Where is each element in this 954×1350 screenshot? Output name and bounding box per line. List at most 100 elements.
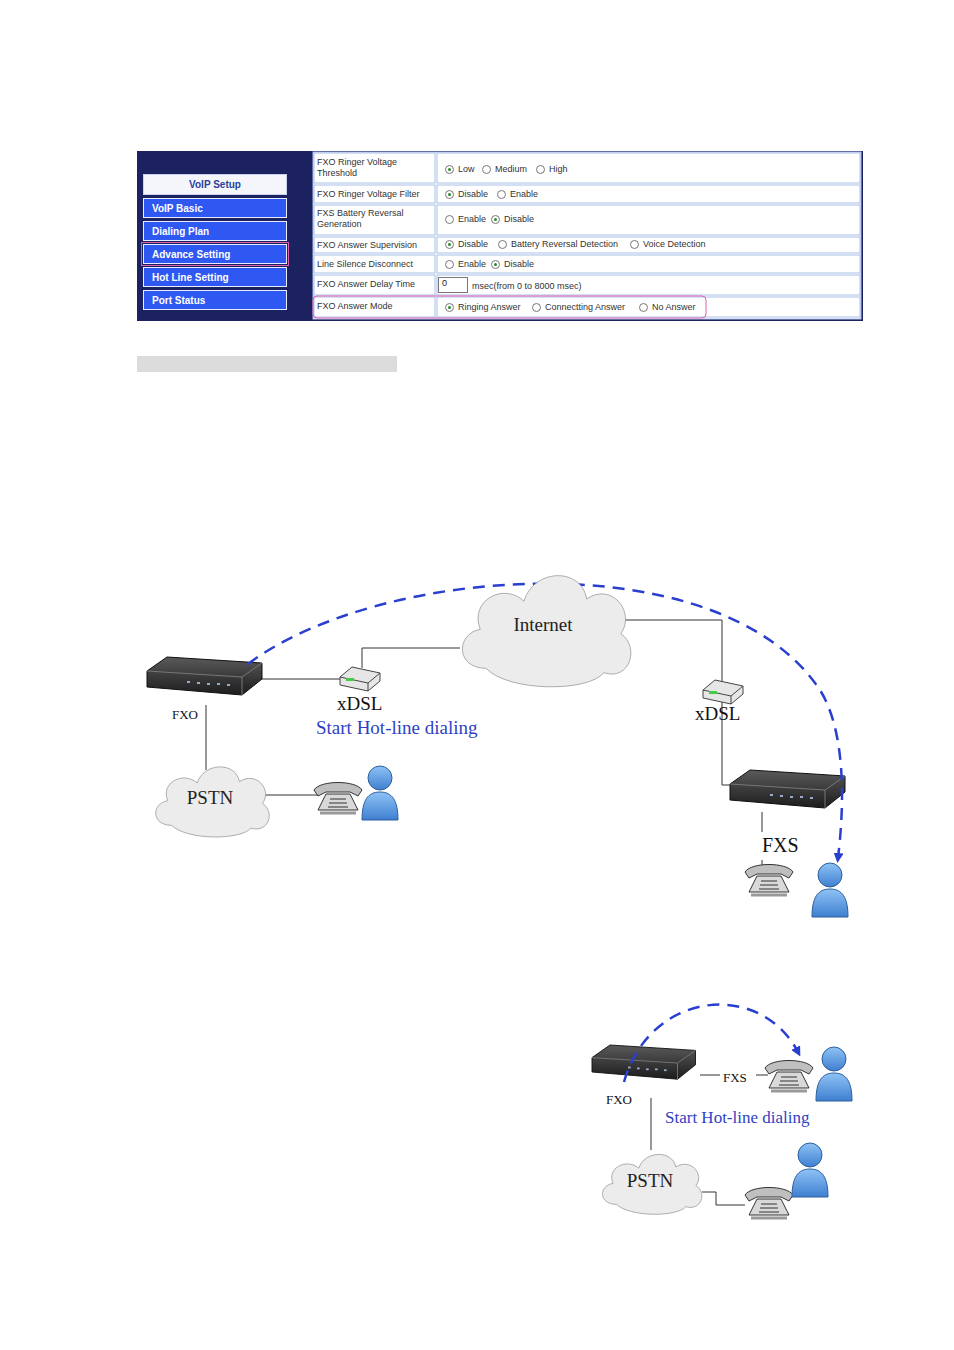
drawing-part: [702, 1192, 745, 1205]
drawing-part: [792, 1143, 828, 1197]
option: High: [549, 164, 568, 174]
node-text: Internet: [513, 614, 572, 636]
drawing-part: [730, 770, 845, 808]
menu-button: Port Status: [143, 290, 287, 310]
drawing-part: [651, 1098, 652, 1150]
port-label-wrap: FXO: [172, 707, 198, 723]
drawing-part: [314, 153, 435, 183]
input-field-wrap: 0: [438, 277, 468, 293]
drawing-part: [622, 620, 722, 683]
note-wrap: Start Hot-line dialing: [316, 717, 477, 739]
option: Disable: [458, 239, 488, 249]
menu-heading: VoIP Setup: [143, 174, 287, 195]
radio-button: [536, 165, 545, 174]
menu-button: Advance Setting: [143, 244, 287, 264]
device-label-wrap: xDSL: [695, 703, 740, 725]
option-wrap: Medium: [482, 164, 527, 174]
setting-name-wrap: FXO Ringer Voltage Filter: [317, 189, 431, 200]
option: Medium: [495, 164, 527, 174]
setting-name-wrap: Line Silence Disconnect: [317, 259, 431, 270]
drawing-part: [137, 151, 863, 321]
drawing-part: [314, 783, 362, 814]
option: Disable: [458, 189, 488, 199]
drawing-part: [206, 705, 207, 770]
node-text: Dialing Plan: [152, 226, 209, 237]
radio-button: [639, 303, 648, 312]
grey-bar: [137, 356, 397, 372]
option: Ringing Answer: [458, 302, 521, 312]
cloud-outline: [156, 767, 269, 837]
radio-button: [445, 260, 454, 269]
setting-name-wrap: FXO Answer Delay Time: [317, 279, 431, 290]
radio-button: [445, 303, 454, 312]
radio-button: [445, 215, 454, 224]
option-wrap: Disable: [445, 189, 488, 199]
option-wrap: Disable: [445, 239, 488, 249]
radio-button: [445, 190, 454, 199]
drawing-part: [260, 679, 342, 680]
port-label-wrap: FXS: [762, 834, 799, 857]
drawing-part: [437, 237, 860, 253]
setting-name: FXO Answer Supervision: [317, 240, 431, 251]
drawing-part: [816, 1047, 852, 1101]
device-label: xDSL: [337, 693, 382, 715]
drawing-part: [314, 297, 435, 317]
setting-name-wrap: FXO Answer Mode: [317, 301, 431, 312]
option-wrap: Enable: [445, 259, 486, 269]
option-wrap: High: [536, 164, 568, 174]
radio-button: [491, 260, 500, 269]
drawing-part: [340, 667, 380, 691]
option-wrap: Voice Detection: [630, 239, 706, 249]
port-label-wrap: FXO: [606, 1092, 632, 1108]
setting-name-wrap: FXO Answer Supervision: [317, 240, 431, 251]
setting-name: FXO Ringer Voltage Threshold: [317, 157, 431, 179]
radio-button: [498, 240, 507, 249]
radio-button: [532, 303, 541, 312]
device-label-wrap: xDSL: [337, 693, 382, 715]
option-wrap: No Answer: [639, 302, 696, 312]
drawing-part: [314, 255, 435, 273]
port-label-wrap: FXS: [723, 1070, 747, 1086]
option-wrap: Low: [445, 164, 475, 174]
note: Start Hot-line dialing: [316, 717, 477, 739]
option: No Answer: [652, 302, 696, 312]
drawing-part: [745, 1188, 793, 1219]
drawing-part: [703, 680, 743, 704]
radio-button: [630, 240, 639, 249]
cloud-outline: [603, 1154, 702, 1214]
option: Disable: [504, 214, 534, 224]
option: Connectting Answer: [545, 302, 625, 312]
setting-name: FXO Answer Mode: [317, 301, 431, 312]
option: Battery Reversal Detection: [511, 239, 618, 249]
drawing-part: [147, 657, 262, 695]
cloud-outline: [462, 576, 630, 687]
note: Start Hot-line dialing: [665, 1108, 809, 1128]
node-text: PSTN: [627, 1170, 673, 1192]
option-wrap: msec(from 0 to 8000 msec): [472, 281, 582, 291]
radio-button: [445, 240, 454, 249]
setting-name: FXS Battery Reversal Generation: [317, 208, 431, 230]
drawing-part: [362, 766, 398, 820]
scenario-local: [592, 1005, 852, 1218]
drawing-part: [314, 275, 435, 295]
device-label: xDSL: [695, 703, 740, 725]
node-text: VoIP Basic: [152, 203, 203, 214]
settings-panel: [137, 151, 863, 321]
drawing-part: [592, 1045, 696, 1079]
drawing-part: [437, 275, 860, 295]
port-label: FXO: [172, 707, 198, 723]
node-text: Port Status: [152, 295, 205, 306]
radio-button: [445, 165, 454, 174]
note-wrap: Start Hot-line dialing: [665, 1108, 809, 1128]
option: Low: [458, 164, 475, 174]
drawing-part: [437, 255, 860, 273]
drawing-part: [248, 584, 842, 858]
setting-name: FXO Ringer Voltage Filter: [317, 189, 431, 200]
internet-cloud: Internet: [448, 560, 638, 690]
drawing-part: [313, 152, 861, 319]
port-label: FXS: [723, 1070, 747, 1086]
drawing-part: [314, 237, 435, 253]
option: Enable: [458, 259, 486, 269]
drawing-part: [437, 153, 860, 183]
node-text: Advance Setting: [152, 249, 230, 260]
